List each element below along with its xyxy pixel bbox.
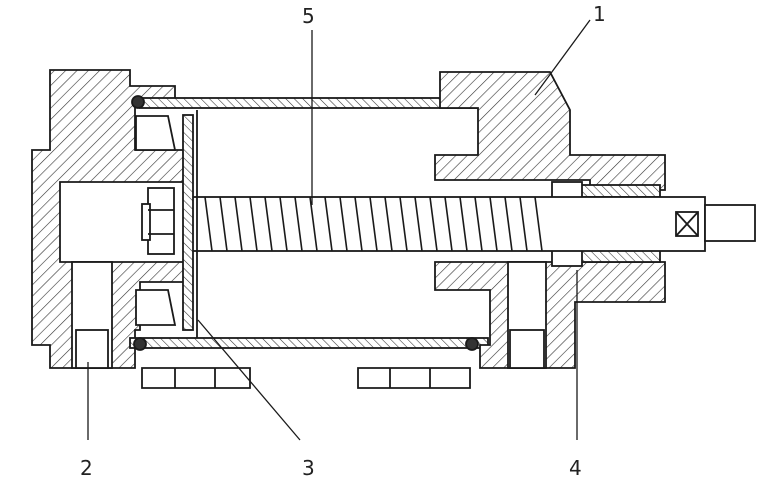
oring-bottom-left xyxy=(133,337,147,351)
piston-plate xyxy=(182,114,194,331)
barrel-bottom-wall xyxy=(129,337,489,349)
oring-bottom-right xyxy=(465,337,479,351)
right-end-cap xyxy=(434,71,666,191)
callout-3: 3 xyxy=(302,456,315,480)
rod-nut xyxy=(147,187,175,255)
oring-top-left xyxy=(131,95,145,109)
left-mount-foot xyxy=(141,367,251,389)
rod-end-stub xyxy=(704,204,756,242)
callout-5: 5 xyxy=(302,4,315,28)
barrel-top-wall xyxy=(139,97,481,109)
right-mount-foot xyxy=(357,367,471,389)
leader-3 xyxy=(197,319,301,441)
piston-rod xyxy=(189,196,706,252)
right-end-cap-lower xyxy=(434,261,666,369)
callout-1: 1 xyxy=(593,2,606,26)
callout-4: 4 xyxy=(569,456,582,480)
leader-1 xyxy=(534,19,591,96)
callout-2: 2 xyxy=(80,456,93,480)
return-spring xyxy=(204,196,543,252)
rod-bushing-top xyxy=(579,184,661,198)
